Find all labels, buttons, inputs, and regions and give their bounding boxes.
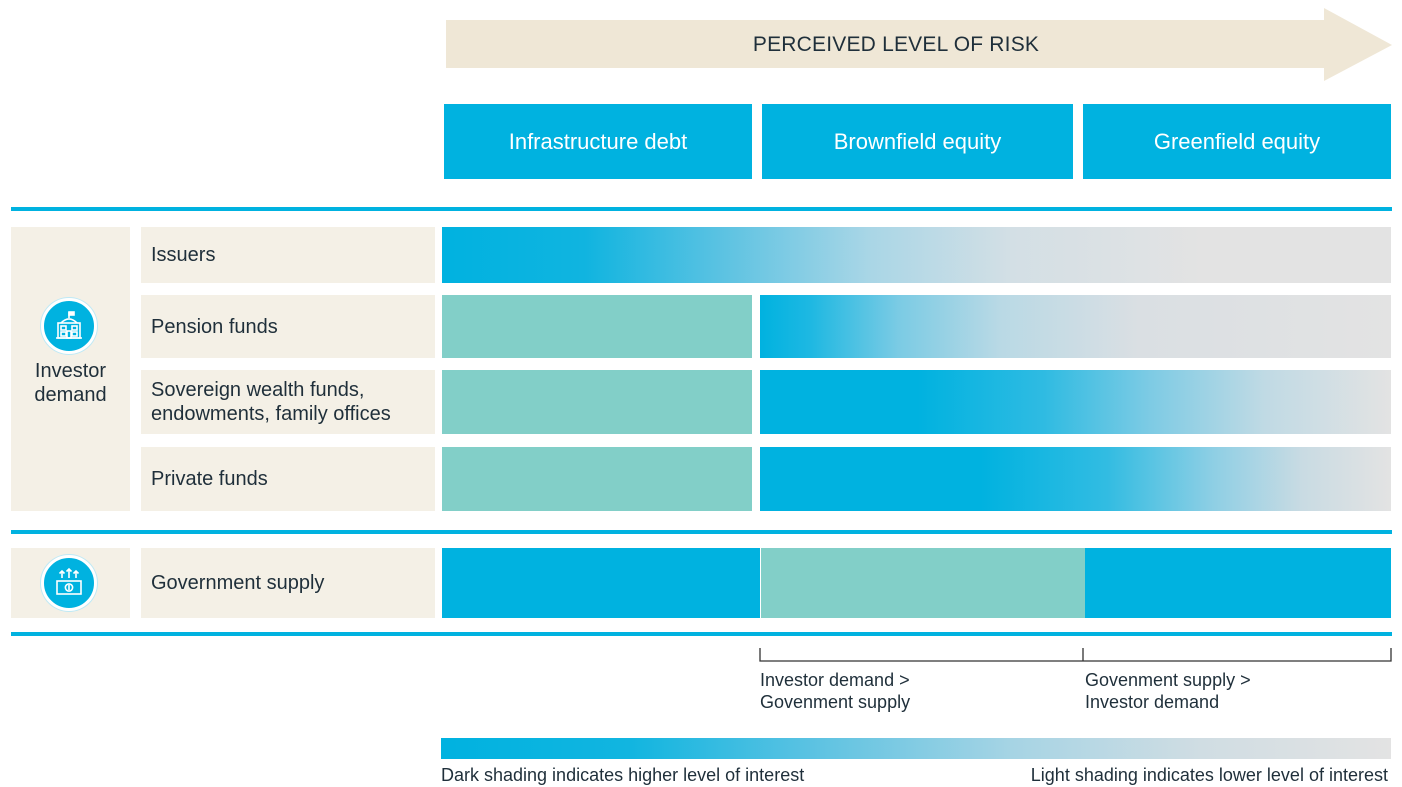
private-funds-debt-cell bbox=[442, 447, 752, 511]
bracket-note-line2: Govenment supply bbox=[760, 692, 911, 712]
row-label-text: Private funds bbox=[151, 468, 268, 490]
risk-arrow bbox=[446, 8, 1392, 81]
investor-demand-label-line1: Investor bbox=[34, 360, 107, 382]
legend-light-text: Light shading indicates lower level of i… bbox=[1030, 765, 1388, 785]
legend-gradient-bar bbox=[441, 738, 1391, 759]
money-icon bbox=[41, 555, 97, 611]
column-header-brownfield-equity: Brownfield equity bbox=[762, 104, 1073, 179]
supply-demand-brackets bbox=[759, 648, 1392, 662]
bracket-note-greenfield: Govenment supply > Investor demand bbox=[1085, 669, 1251, 713]
gov-supply-greenfield-cell bbox=[1085, 548, 1391, 618]
bracket-note-line1: Govenment supply > bbox=[1085, 670, 1251, 690]
pension-funds-debt-cell bbox=[442, 295, 752, 358]
column-header-greenfield-equity: Greenfield equity bbox=[1083, 104, 1391, 179]
row-label-line1: Sovereign wealth funds, bbox=[151, 379, 365, 401]
gov-supply-brownfield-cell bbox=[761, 548, 1085, 618]
investor-demand-label-line2: demand bbox=[34, 384, 107, 406]
row-label-issuers: Issuers bbox=[141, 227, 435, 283]
row-label-private-funds: Private funds bbox=[141, 447, 435, 511]
investor-demand-label: Investor demand bbox=[11, 359, 130, 407]
row-label-sovereign-wealth-funds: Sovereign wealth funds, endowments, fami… bbox=[141, 370, 435, 434]
sovereign-equity-bar bbox=[760, 370, 1391, 434]
row-label-line2: endowments, family offices bbox=[151, 403, 391, 425]
investor-demand-group bbox=[11, 227, 130, 511]
sovereign-debt-cell bbox=[442, 370, 752, 434]
gov-supply-debt-cell bbox=[442, 548, 760, 618]
building-icon bbox=[41, 298, 97, 354]
private-funds-equity-bar bbox=[760, 447, 1391, 511]
legend-dark-text: Dark shading indicates higher level of i… bbox=[441, 765, 805, 785]
issuers-bar bbox=[442, 227, 1391, 283]
row-label-text: Issuers bbox=[151, 244, 216, 266]
row-label-text: Government supply bbox=[151, 572, 325, 594]
bottom-divider bbox=[11, 632, 1392, 636]
column-header-infrastructure-debt: Infrastructure debt bbox=[444, 104, 752, 179]
bracket-note-line1: Investor demand > bbox=[760, 670, 910, 690]
row-label-pension-funds: Pension funds bbox=[141, 295, 435, 358]
row-label-text: Pension funds bbox=[151, 315, 278, 338]
row-label-government-supply: Government supply bbox=[141, 548, 435, 618]
middle-divider bbox=[11, 530, 1392, 534]
top-divider bbox=[11, 207, 1392, 211]
pension-funds-equity-bar bbox=[760, 295, 1391, 358]
risk-axis-label: PERCEIVED LEVEL OF RISK bbox=[752, 32, 1040, 56]
bracket-note-line2: Investor demand bbox=[1085, 692, 1220, 712]
bracket-note-brownfield: Investor demand > Govenment supply bbox=[760, 669, 910, 713]
